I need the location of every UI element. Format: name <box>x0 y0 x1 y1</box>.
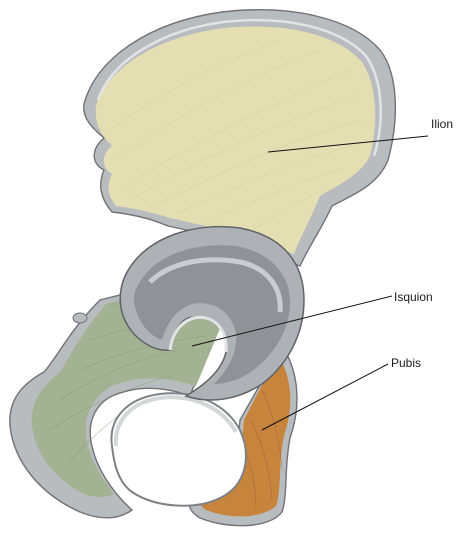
ischial-spine <box>73 313 87 323</box>
ilium-surface <box>96 26 376 254</box>
ilium-label: Ilion <box>431 117 453 131</box>
pubis-label: Pubis <box>391 356 421 370</box>
ischium-label: Isquion <box>394 290 433 304</box>
